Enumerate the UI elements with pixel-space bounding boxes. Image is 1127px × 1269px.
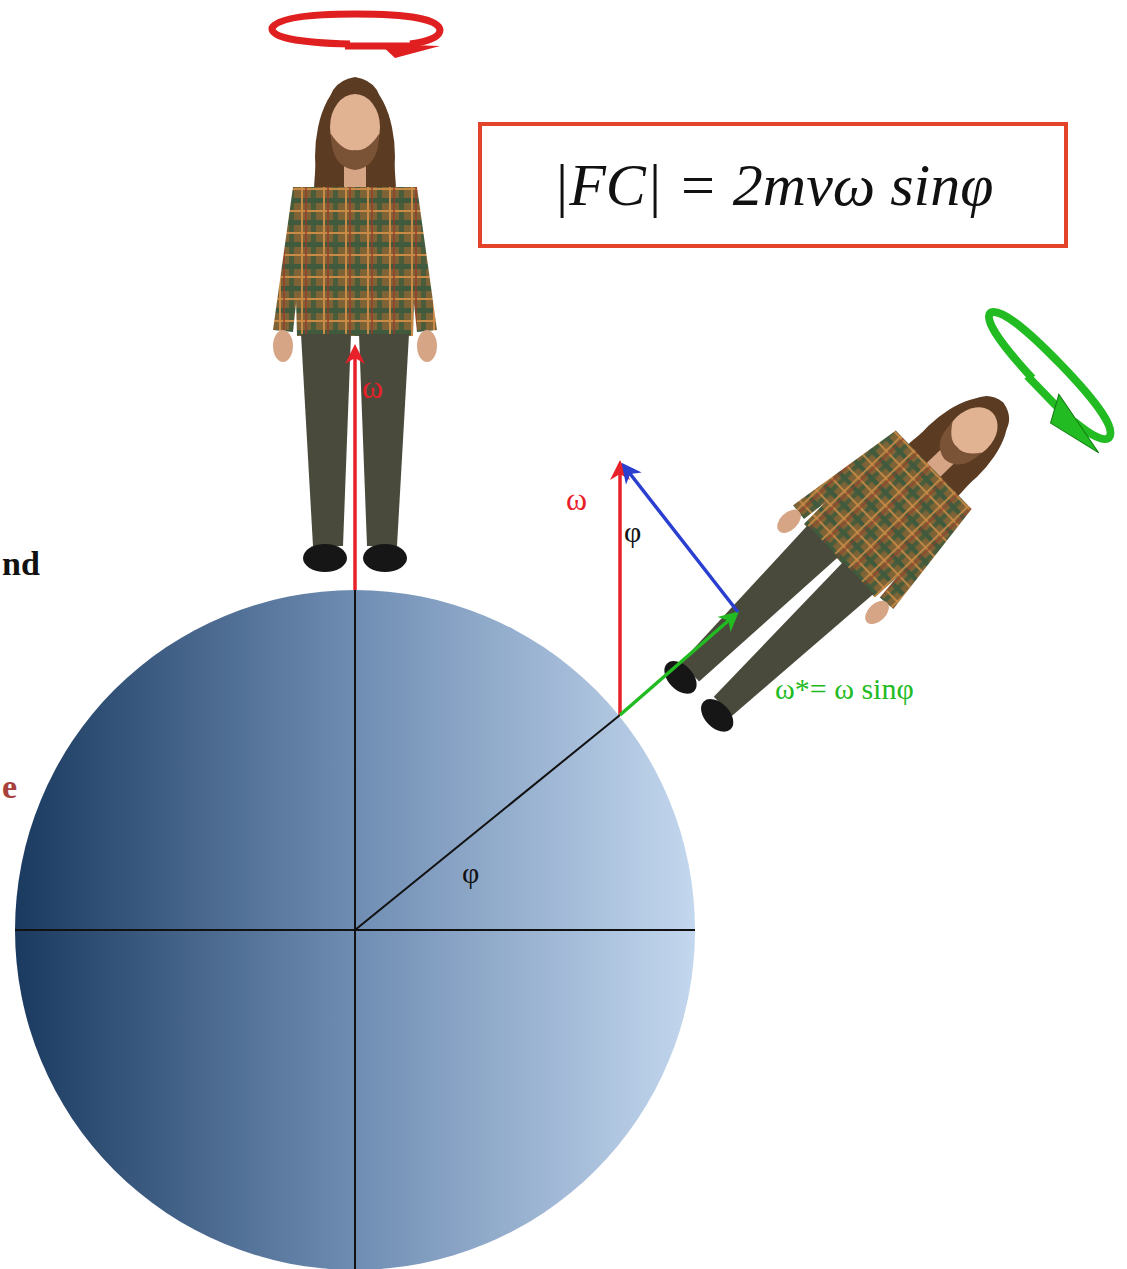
angle-label: φ (462, 856, 479, 889)
angle-label: φ (624, 515, 641, 548)
omega-label: ω (362, 370, 383, 405)
cropped-text: e (2, 768, 17, 805)
cropped-text: nd (2, 545, 40, 582)
formula-text: |FC| = 2mvω sinφ (553, 151, 994, 220)
formula-box: |FC| = 2mvω sinφ (478, 122, 1068, 248)
omega-label: ω (566, 482, 587, 517)
component-label: ω*= ω sinφ (775, 672, 914, 705)
